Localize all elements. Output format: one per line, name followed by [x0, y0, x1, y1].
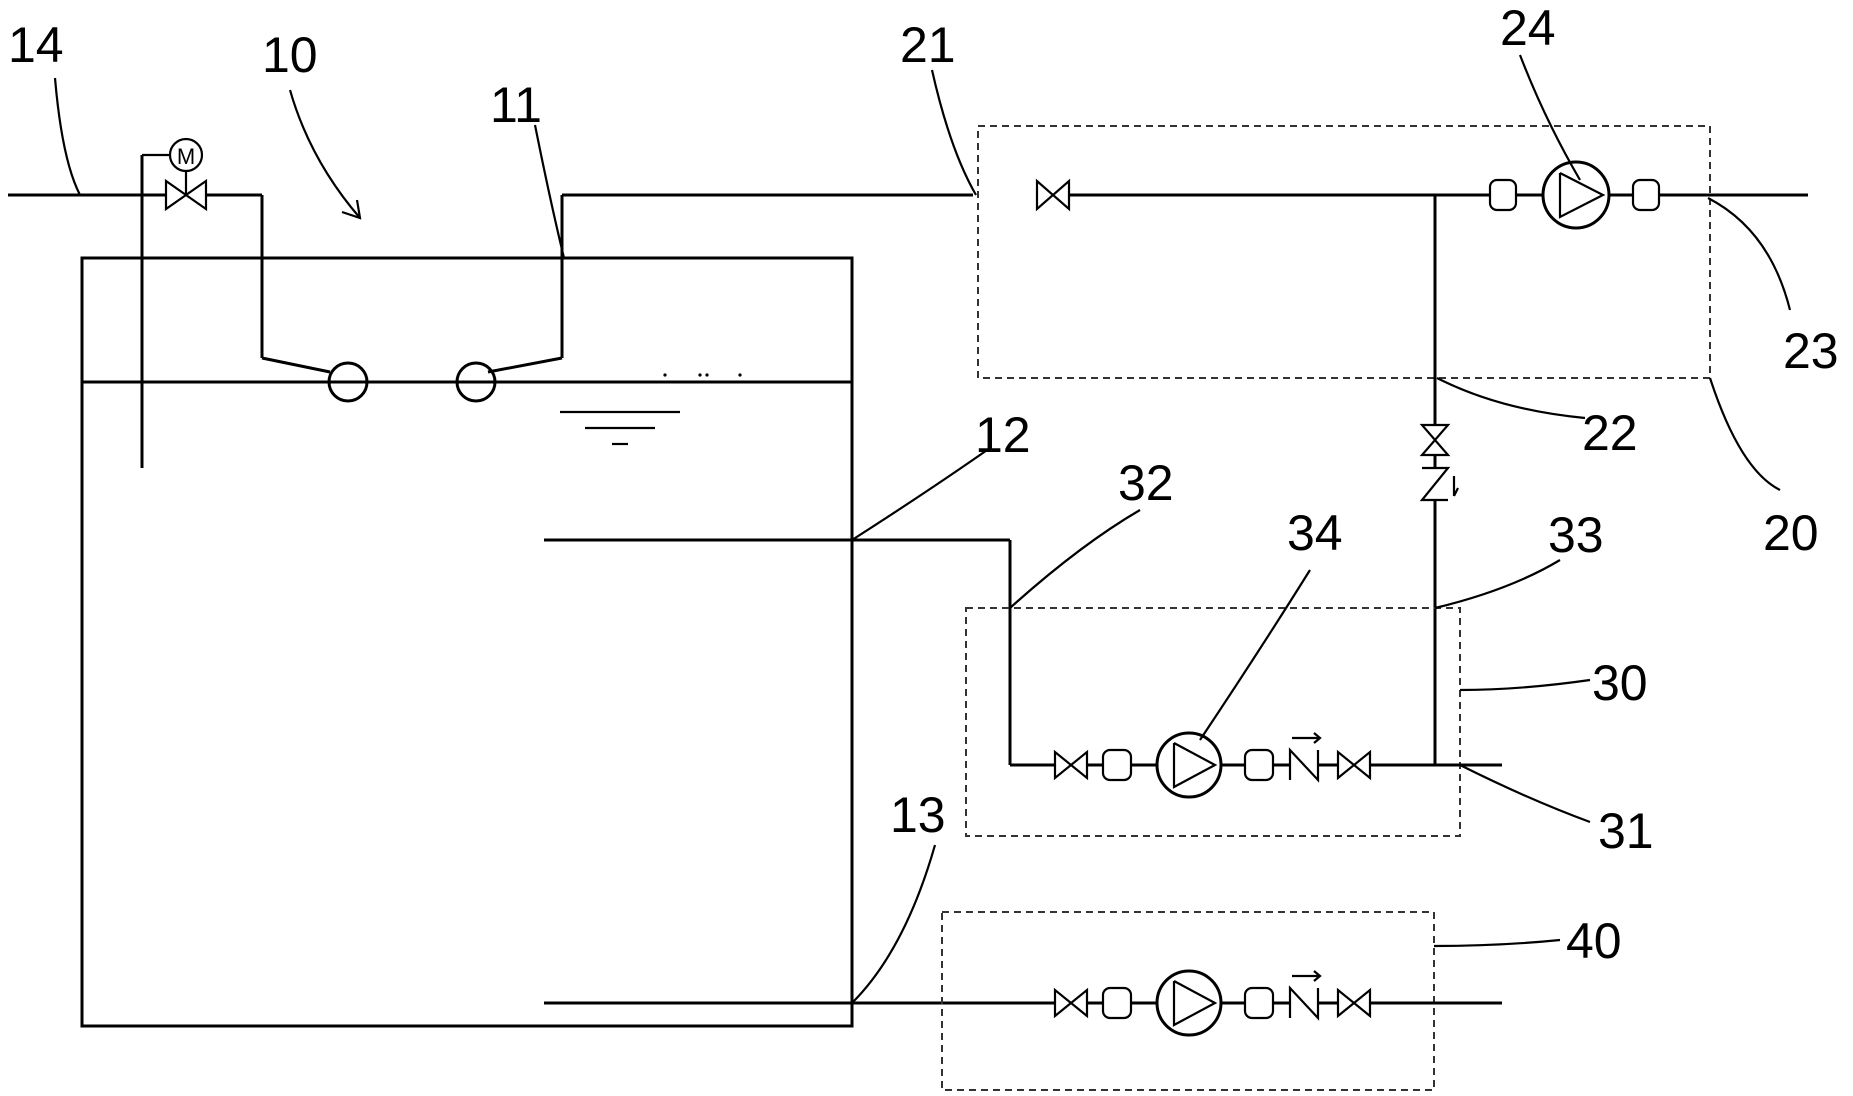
module-40-box [941, 911, 1435, 1091]
module-30-piping [1053, 731, 1502, 799]
label-31: 31 [1598, 803, 1654, 859]
label-20: 20 [1763, 505, 1819, 561]
label-24: 24 [1500, 0, 1556, 56]
tank [80, 256, 854, 1028]
surface-dots [663, 373, 742, 377]
module-20-piping [1035, 160, 1808, 765]
water-level-symbol [560, 410, 680, 446]
label-10: 10 [262, 27, 318, 83]
label-34: 34 [1287, 505, 1343, 561]
module-20-box [977, 125, 1711, 379]
label-30: 30 [1592, 655, 1648, 711]
motor-symbol: M [177, 144, 195, 169]
label-23: 23 [1783, 323, 1839, 379]
label-22: 22 [1582, 405, 1638, 461]
float-ball-right [455, 361, 497, 403]
label-14: 14 [8, 17, 64, 73]
label-21: 21 [900, 17, 956, 73]
pump-40 [1155, 969, 1223, 1037]
label-40: 40 [1566, 913, 1622, 969]
label-11: 11 [490, 77, 542, 133]
reference-labels: 14 10 11 21 24 23 22 20 12 32 34 33 30 3… [8, 0, 1839, 969]
pump-34 [1155, 731, 1223, 799]
label-33: 33 [1548, 507, 1604, 563]
motor-valve: M [164, 137, 208, 212]
label-13: 13 [890, 787, 946, 843]
inlet-pipe [8, 193, 973, 403]
leader-lines [53, 54, 1792, 1004]
module-40-piping [1053, 969, 1502, 1037]
label-12: 12 [975, 407, 1031, 463]
level-sensor-rod [140, 153, 170, 468]
label-32: 32 [1118, 455, 1174, 511]
pipe-12 [544, 538, 1055, 767]
module-30-box [965, 607, 1461, 837]
